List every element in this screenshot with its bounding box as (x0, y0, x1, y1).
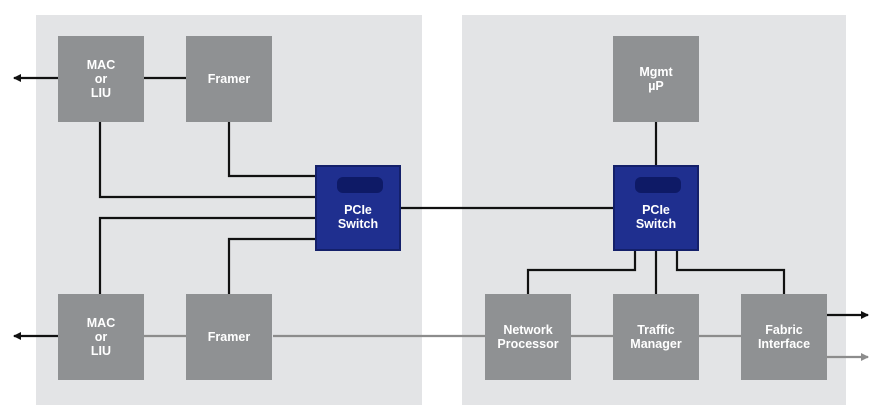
redaction-mark (337, 177, 383, 193)
network-processor-block: Network Processor (485, 294, 571, 380)
redaction-mark (635, 177, 681, 193)
framer-top-block: Framer (186, 36, 272, 122)
pcie-switch-left-label: PCIe Switch (337, 203, 379, 231)
pcie-switch-left: PCIe Switch (315, 165, 401, 251)
wire-framer-top-switch (227, 122, 316, 178)
wire-framer-bottom-switch (227, 237, 316, 295)
pcie-switch-right: PCIe Switch (613, 165, 699, 251)
pcie-switch-right-label: PCIe Switch (635, 203, 677, 231)
traffic-manager-block: Traffic Manager (613, 294, 699, 380)
framer-bottom-block: Framer (186, 294, 272, 380)
fabric-interface-block: Fabric Interface (741, 294, 827, 380)
mac-liu-top-block: MAC or LIU (58, 36, 144, 122)
wire-mac-bottom-switch (98, 216, 316, 295)
mac-liu-bottom-block: MAC or LIU (58, 294, 144, 380)
mgmt-up-block: Mgmt µP (613, 36, 699, 122)
wire-mac-top-switch (98, 122, 316, 199)
wire-switch-network-processor (526, 250, 637, 294)
wire-switch-fabric-interface (675, 250, 786, 294)
